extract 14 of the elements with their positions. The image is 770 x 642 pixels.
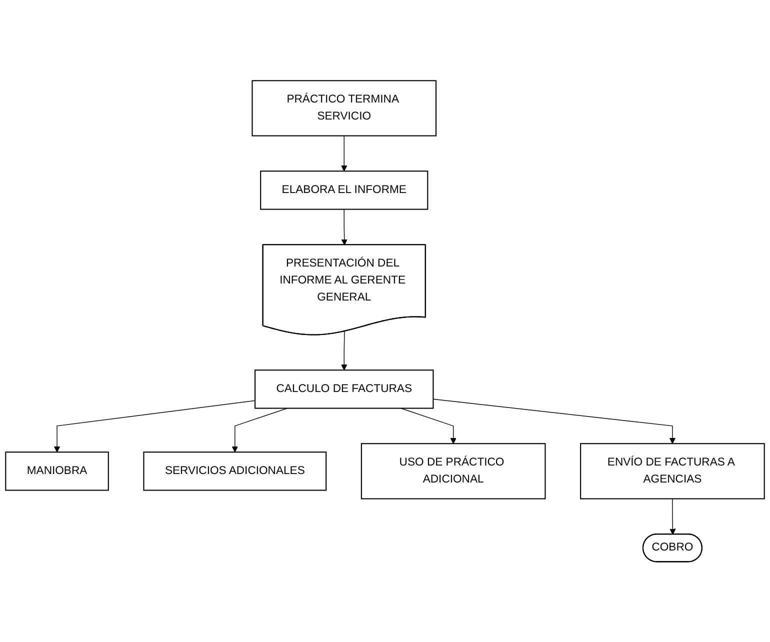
arrow [341, 208, 348, 246]
arrow [341, 330, 348, 370]
arrow [232, 408, 288, 452]
node-box: ELABORA EL INFORME [260, 170, 428, 210]
node-box: CALCULO DE FACTURAS [254, 369, 434, 409]
node-box: USO DE PRÁCTICO ADICIONAL [360, 442, 546, 500]
node-box: SERVICIOS ADICIONALES [143, 451, 327, 491]
arrow [670, 498, 676, 535]
arrow [341, 135, 348, 172]
node-box: ENVÍO DE FACTURAS A AGENCIAS [580, 442, 765, 500]
node-box: MANIOBRA [5, 451, 109, 491]
node-box: PRÁCTICO TERMINA SERVICIO [252, 80, 437, 136]
arrow [432, 398, 676, 444]
arrow [54, 400, 256, 452]
